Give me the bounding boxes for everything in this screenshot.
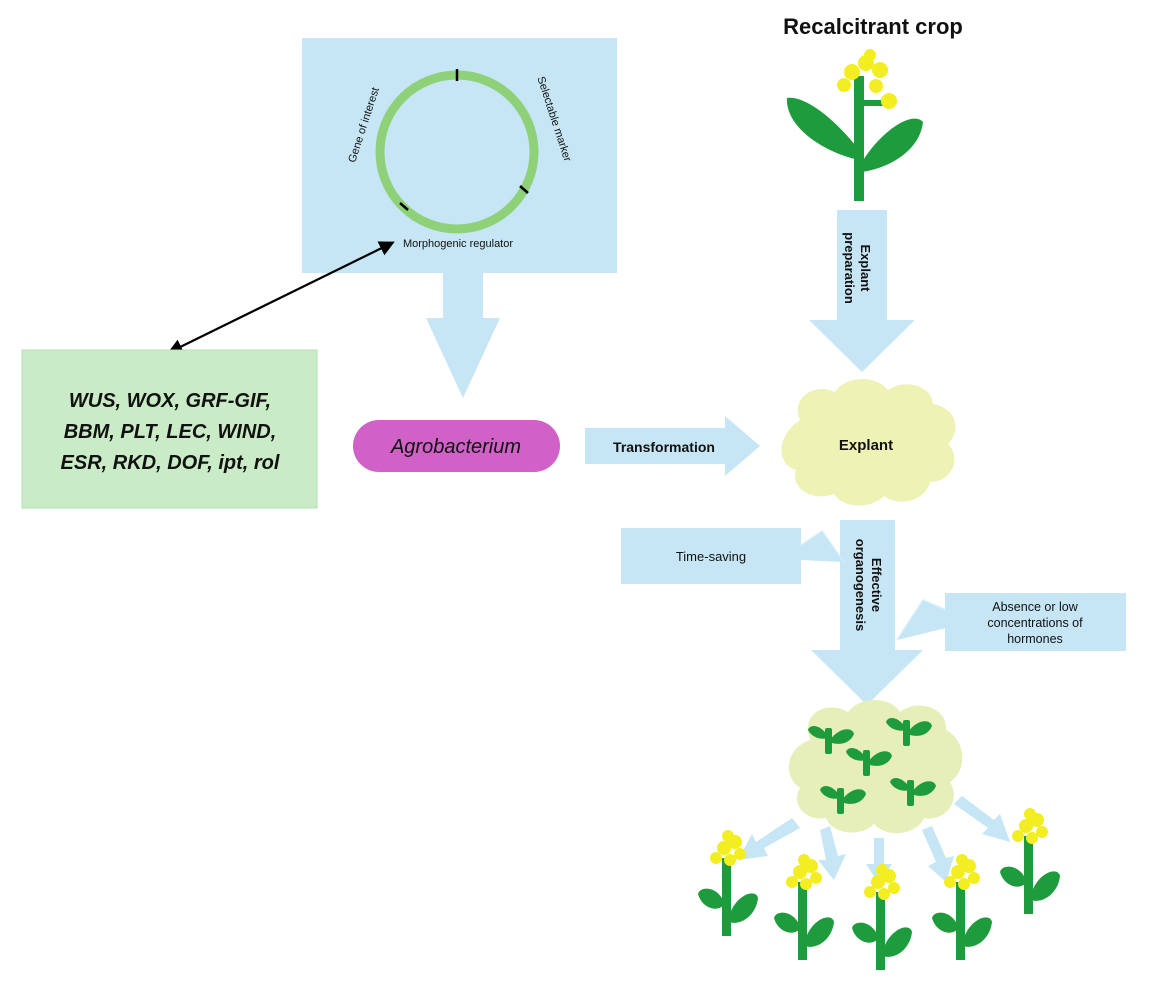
agrobacterium-node: Agrobacterium: [353, 420, 560, 472]
organogenesis-line1: Effective: [869, 558, 884, 612]
organogenesis-line2: organogenesis: [853, 539, 868, 631]
explant-preparation-line1: Explant: [858, 245, 873, 293]
hormone-line2: concentrations of: [987, 616, 1083, 630]
regulator-genes-box: WUS, WOX, GRF-GIF, BBM, PLT, LEC, WIND, …: [21, 349, 318, 509]
regenerated-plant: [1000, 808, 1060, 914]
explant-label: Explant: [839, 437, 893, 454]
explant-preparation-line2: preparation: [842, 232, 857, 304]
regenerated-plant: [852, 864, 912, 970]
callus-cloud: [788, 700, 963, 834]
regulator-double-arrow: [167, 241, 395, 354]
regulator-genes-line2: BBM, PLT, LEC, WIND,: [64, 421, 277, 443]
regulator-genes-line1: WUS, WOX, GRF-GIF,: [69, 390, 271, 412]
hormone-line1: Absence or low: [992, 600, 1078, 614]
transformation-arrow: Transformation: [585, 416, 760, 476]
time-saving-label: Time-saving: [676, 549, 746, 564]
explant-cloud: Explant: [781, 378, 956, 506]
transformation-label: Transformation: [613, 439, 715, 455]
morphogenic-regulator-label: Morphogenic regulator: [403, 238, 513, 250]
hormone-line3: hormones: [1007, 632, 1063, 646]
time-saving-callout: Time-saving: [621, 528, 845, 584]
diagram-title: Recalcitrant crop: [783, 14, 963, 39]
plasmid-to-agro-arrow: [426, 273, 500, 398]
recalcitrant-crop-plant: [786, 49, 923, 201]
organogenesis-arrow: Effective organogenesis: [811, 520, 923, 705]
explant-preparation-arrow: Explant preparation: [809, 210, 915, 372]
regenerated-plant: [774, 854, 834, 960]
hormone-callout: Absence or low concentrations of hormone…: [896, 593, 1126, 651]
plasmid-panel: Gene of interest Selectable marker Morph…: [302, 38, 617, 273]
regulator-genes-line3: ESR, RKD, DOF, ipt, rol: [61, 452, 280, 474]
agrobacterium-label: Agrobacterium: [390, 436, 521, 458]
